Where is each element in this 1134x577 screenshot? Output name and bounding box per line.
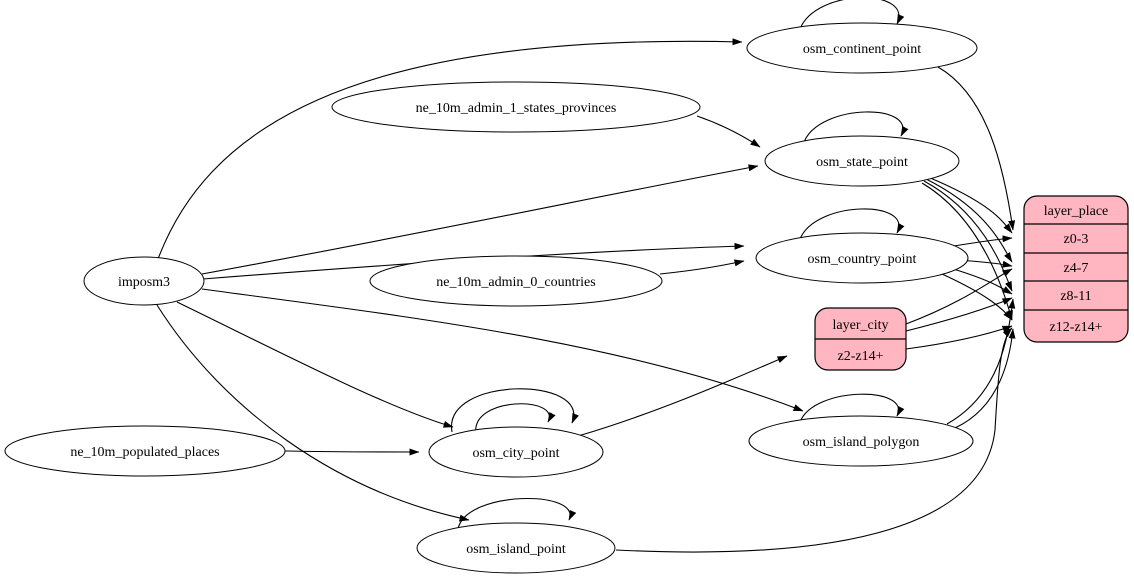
- edge-ne_10m_populated_places-osm_city_point: [284, 448, 420, 456]
- edge-osm_island_polygon-layer_place-z8-11: [946, 298, 1016, 425]
- node-osm_state_point-label: osm_state_point: [816, 155, 908, 170]
- node-osm_island_point-shape: [416, 522, 616, 574]
- record-layer_place-row-z0-3: z0-3: [1064, 232, 1089, 247]
- node-ne_10m_populated_places-shape: [4, 425, 286, 477]
- node-ne_10m_populated_places-label: ne_10m_populated_places: [70, 445, 219, 460]
- node-osm_state_point: osm_state_point: [764, 135, 960, 187]
- edge-layer_city-layer_place-z12-z14: [905, 325, 1013, 350]
- edge-layer_city-layer_place-z4-7: [905, 268, 1013, 325]
- edge-osm_state_point-layer_place-z4-7: [925, 178, 1013, 263]
- record-layer_city: layer_city z2-z14+: [814, 307, 907, 371]
- node-ne_10m_admin_0_countries-label: ne_10m_admin_0_countries: [436, 275, 595, 290]
- node-osm_city_point-shape: [428, 426, 604, 478]
- edge-osm_state_point-layer_place-z8-11: [923, 180, 1013, 292]
- edge-imposm3-osm_island_polygon: [201, 288, 804, 412]
- node-osm_continent_point: osm_continent_point: [746, 22, 978, 74]
- node-osm_island_polygon-shape: [748, 415, 974, 467]
- node-ne_10m_admin_1_states_provinces-label: ne_10m_admin_1_states_provinces: [416, 101, 617, 116]
- selfloop-osm_country_point: [799, 208, 905, 240]
- record-layer_place-shape: [1023, 195, 1129, 343]
- edge-osm_state_point-layer_place-z12-z14: [921, 182, 1013, 321]
- edge-osm_country_point-layer_place-z0-3: [946, 235, 1013, 248]
- selfloop-osm_city_point-outer: [451, 388, 579, 433]
- edge-layer_city-layer_place-z8-11: [905, 297, 1013, 332]
- selfloop-osm_island_polygon: [799, 393, 905, 423]
- node-osm_continent_point-label: osm_continent_point: [803, 42, 921, 57]
- node-osm_state_point-shape: [764, 135, 960, 187]
- selfloop-osm_state_point: [803, 111, 909, 143]
- node-ne_10m_populated_places: ne_10m_populated_places: [4, 425, 286, 477]
- edge-osm_island_point-layer_place-z12-z14: [615, 327, 1013, 553]
- edge-osm_state_point-layer_place-z0-3: [927, 176, 1013, 234]
- node-osm_city_point-label: osm_city_point: [472, 446, 559, 461]
- edge-imposm3-osm_state_point: [201, 164, 759, 275]
- node-osm_island_polygon-label: osm_island_polygon: [803, 435, 920, 450]
- edge-imposm3-osm_continent_point: [157, 38, 743, 260]
- edge-ne_10m_admin_0_countries-osm_country_point: [659, 259, 745, 275]
- record-layer_place-title: layer_place: [1044, 204, 1109, 219]
- node-osm_island_point: osm_island_point: [416, 522, 616, 574]
- record-layer_city-row-z2-z14: z2-z14+: [838, 349, 884, 364]
- edge-osm_city_point-layer_city: [577, 355, 788, 437]
- selfloop-osm_island_point: [457, 498, 577, 530]
- node-osm_island_polygon: osm_island_polygon: [748, 415, 974, 467]
- node-osm_country_point-shape: [755, 232, 969, 284]
- node-osm_city_point: osm_city_point: [428, 426, 604, 478]
- node-ne_10m_admin_0_countries-shape: [369, 255, 663, 307]
- node-imposm3: imposm3: [83, 256, 205, 306]
- edge-group: [156, 0, 1016, 553]
- node-imposm3-shape: [83, 256, 205, 306]
- node-imposm3-label: imposm3: [118, 275, 170, 290]
- edge-osm_continent_point-layer_place-z0-3: [937, 66, 1016, 231]
- record-layer_city-title: layer_city: [833, 318, 889, 333]
- edge-osm_country_point-layer_place-z12-z14: [941, 273, 1013, 321]
- node-ne_10m_admin_1_states_provinces: ne_10m_admin_1_states_provinces: [331, 81, 701, 133]
- record-layer_place-row-z12-z14: z12-z14+: [1050, 320, 1103, 335]
- edge-osm_island_polygon-layer_place-z12-z14: [954, 328, 1016, 429]
- node-ne_10m_admin_0_countries: ne_10m_admin_0_countries: [369, 255, 663, 307]
- record-layer_place: layer_place z0-3 z4-7 z8-11 z12-z14+: [1023, 195, 1129, 343]
- edge-imposm3-osm_island_point: [156, 304, 470, 522]
- node-osm_country_point-label: osm_country_point: [808, 252, 917, 267]
- node-osm_island_point-label: osm_island_point: [466, 542, 566, 557]
- record-layer_place-row-z4-7: z4-7: [1064, 261, 1089, 276]
- node-osm_continent_point-shape: [746, 22, 978, 74]
- selfloop-osm_city_point-inner: [475, 403, 556, 435]
- selfloop-osm_continent_point: [799, 0, 905, 30]
- edge-osm_country_point-layer_place-z8-11: [949, 267, 1013, 295]
- edge-imposm3-osm_city_point: [176, 301, 454, 428]
- node-ne_10m_admin_1_states_provinces-shape: [331, 81, 701, 133]
- node-osm_country_point: osm_country_point: [755, 232, 969, 284]
- record-layer_place-row-z8-11: z8-11: [1060, 289, 1091, 304]
- edge-ne_10m_admin_1_states_provinces-osm_state_point: [696, 115, 761, 148]
